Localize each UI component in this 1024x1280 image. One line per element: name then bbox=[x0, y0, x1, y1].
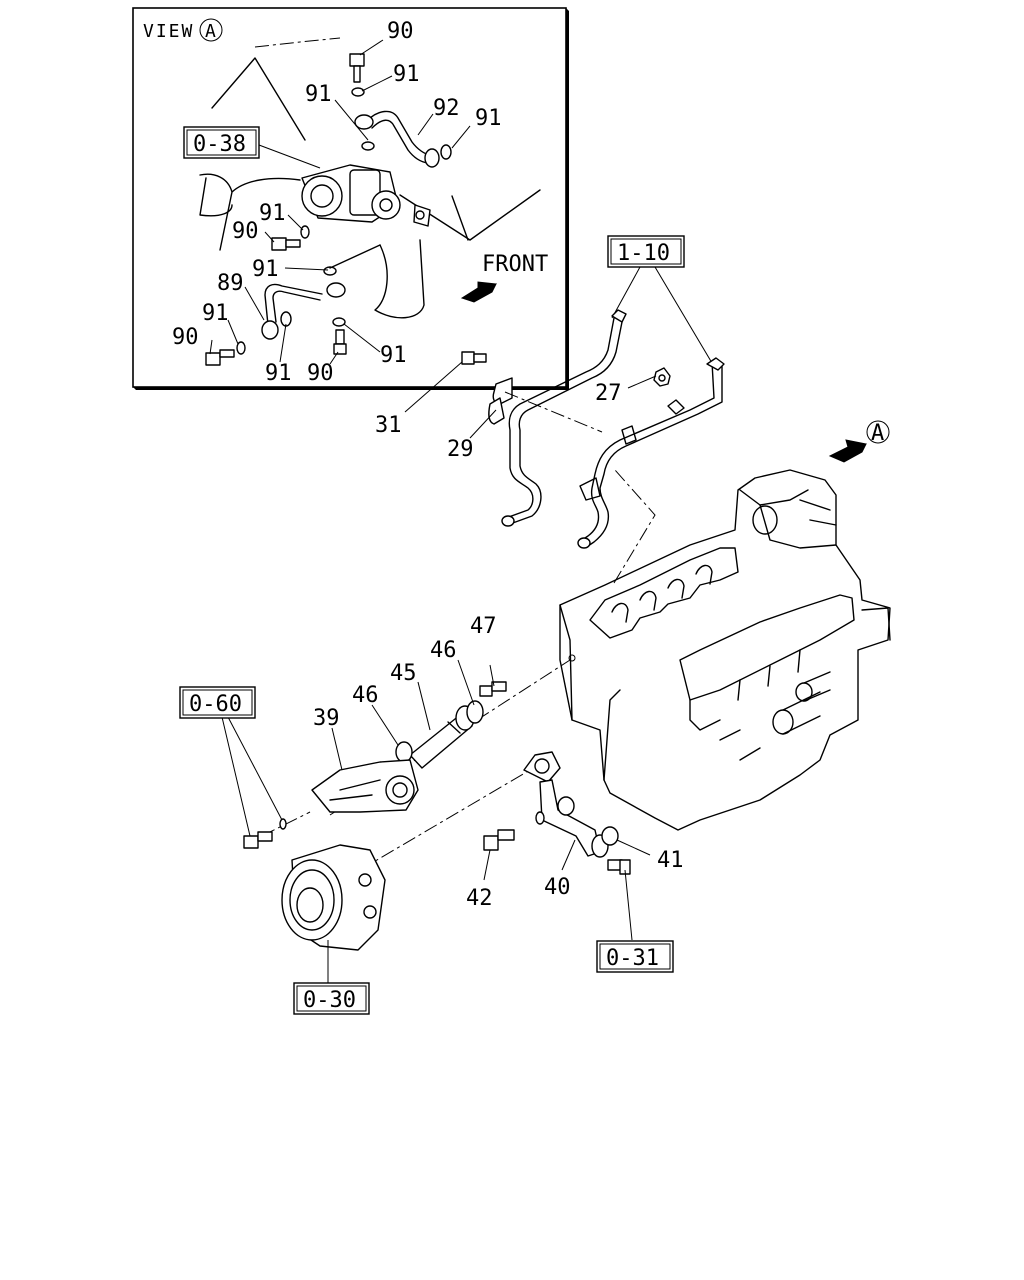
ref-box-0-31[interactable]: 0-31 bbox=[596, 940, 674, 973]
bolt-0-60 bbox=[243, 818, 287, 849]
pipe-left bbox=[505, 317, 615, 519]
part-40: 40 bbox=[544, 875, 571, 900]
part-89: 89 bbox=[217, 271, 244, 296]
leader-40 bbox=[561, 839, 576, 871]
leader-1-10-b bbox=[654, 266, 713, 364]
leader-39 bbox=[331, 727, 343, 771]
inset-view-a: VIEW A bbox=[132, 7, 569, 390]
part-45: 45 bbox=[390, 661, 417, 686]
part-90-bottom: 90 bbox=[307, 361, 334, 386]
water-pump-assembly: 0-60 0-31 0-30 47 46 45 46 39 41 42 40 bbox=[179, 614, 684, 1015]
part-41: 41 bbox=[657, 848, 684, 873]
inset-engine-edge bbox=[211, 57, 306, 141]
part-31: 31 bbox=[375, 413, 402, 438]
view-a-marker: A bbox=[871, 421, 884, 446]
leader-0-31 bbox=[624, 869, 633, 941]
leader-42 bbox=[483, 849, 491, 881]
centerline-pump-engine bbox=[329, 659, 571, 816]
inset-pipe-89 bbox=[261, 244, 381, 355]
part-91-upper-left: 91 bbox=[305, 82, 332, 107]
part-90-left: 90 bbox=[172, 325, 199, 350]
part-91-bottom-right: 91 bbox=[380, 343, 407, 368]
bolt-31 bbox=[461, 351, 487, 365]
part-91-mid: 91 bbox=[259, 201, 286, 226]
front-arrow bbox=[460, 281, 497, 303]
inset-pump bbox=[301, 164, 431, 227]
leader-31 bbox=[404, 361, 463, 413]
leader-0-60-b bbox=[227, 716, 283, 821]
ref-box-0-38[interactable]: 0-38 bbox=[183, 126, 260, 159]
bolt-42 bbox=[483, 829, 515, 851]
part-46-right: 46 bbox=[430, 638, 457, 663]
view-label: VIEW bbox=[143, 21, 194, 42]
part-91-bottom: 91 bbox=[265, 361, 292, 386]
bolt-47 bbox=[479, 681, 507, 697]
inset-block-outline bbox=[199, 173, 301, 251]
part-39: 39 bbox=[313, 706, 340, 731]
leader-45 bbox=[417, 681, 431, 731]
leader-1-10-a bbox=[611, 266, 641, 319]
front-label: FRONT bbox=[482, 252, 548, 277]
part-47: 47 bbox=[470, 614, 497, 639]
leader-41 bbox=[616, 839, 651, 856]
water-pump bbox=[281, 844, 386, 951]
inset-rear-line bbox=[451, 195, 469, 241]
part-91-left: 91 bbox=[202, 301, 229, 326]
leader-0-60-a bbox=[221, 716, 251, 837]
ref-box-0-60[interactable]: 0-60 bbox=[179, 686, 256, 719]
svg-text:0-30: 0-30 bbox=[303, 988, 356, 1013]
inset-cover bbox=[199, 177, 233, 217]
exhaust-manifold bbox=[589, 547, 739, 639]
leader-29 bbox=[469, 409, 497, 439]
pipe-left-end bbox=[501, 515, 515, 527]
part-42: 42 bbox=[466, 886, 493, 911]
pipe-right bbox=[581, 361, 715, 541]
part-27: 27 bbox=[595, 381, 622, 406]
part-91-right: 91 bbox=[475, 106, 502, 131]
leader-27 bbox=[627, 375, 657, 389]
centerline-pump-40 bbox=[359, 769, 531, 871]
leader-46-left bbox=[371, 704, 399, 746]
part-46-left: 46 bbox=[352, 683, 379, 708]
pipe-left-cap bbox=[611, 309, 627, 323]
leader-47 bbox=[489, 664, 495, 687]
ref-box-0-30[interactable]: 0-30 bbox=[293, 982, 370, 1015]
inset-pipe-92 bbox=[354, 110, 452, 168]
oring-46-left bbox=[395, 741, 413, 763]
centerline-engine-pipe bbox=[613, 469, 656, 584]
inset-centerline bbox=[254, 37, 341, 48]
intake-manifold bbox=[679, 594, 855, 701]
oring-41 bbox=[601, 826, 619, 846]
part-90-top: 90 bbox=[387, 19, 414, 44]
nut-27 bbox=[653, 367, 671, 387]
part-92: 92 bbox=[433, 96, 460, 121]
fitting-0-31 bbox=[607, 859, 631, 875]
svg-text:0-31: 0-31 bbox=[606, 946, 659, 971]
engine-block bbox=[559, 469, 891, 831]
svg-text:0-38: 0-38 bbox=[193, 132, 246, 157]
pipe-45 bbox=[409, 700, 484, 769]
ref-box-1-10[interactable]: 1-10 bbox=[607, 235, 685, 268]
centerline-clip bbox=[504, 391, 603, 433]
part-91-lower: 91 bbox=[252, 257, 279, 282]
view-marker: A bbox=[205, 21, 218, 42]
inset-housing bbox=[374, 239, 425, 319]
part-91-top: 91 bbox=[393, 62, 420, 87]
part-29: 29 bbox=[447, 437, 474, 462]
view-a-indicator: A bbox=[828, 420, 890, 463]
view-marker-circle bbox=[199, 18, 223, 42]
housing-39 bbox=[311, 759, 419, 813]
svg-text:1-10: 1-10 bbox=[617, 241, 670, 266]
inset-bolt-90-left bbox=[205, 225, 310, 366]
inset-bolt-90-top bbox=[349, 53, 375, 151]
svg-text:0-60: 0-60 bbox=[189, 692, 242, 717]
leader-46-right bbox=[457, 659, 475, 706]
inset-leaders bbox=[209, 39, 471, 365]
pipe-40 bbox=[523, 751, 609, 858]
pipe-right-end bbox=[577, 537, 591, 549]
part-90-mid: 90 bbox=[232, 219, 259, 244]
pipe-assembly: 1-10 31 29 27 bbox=[375, 235, 725, 549]
